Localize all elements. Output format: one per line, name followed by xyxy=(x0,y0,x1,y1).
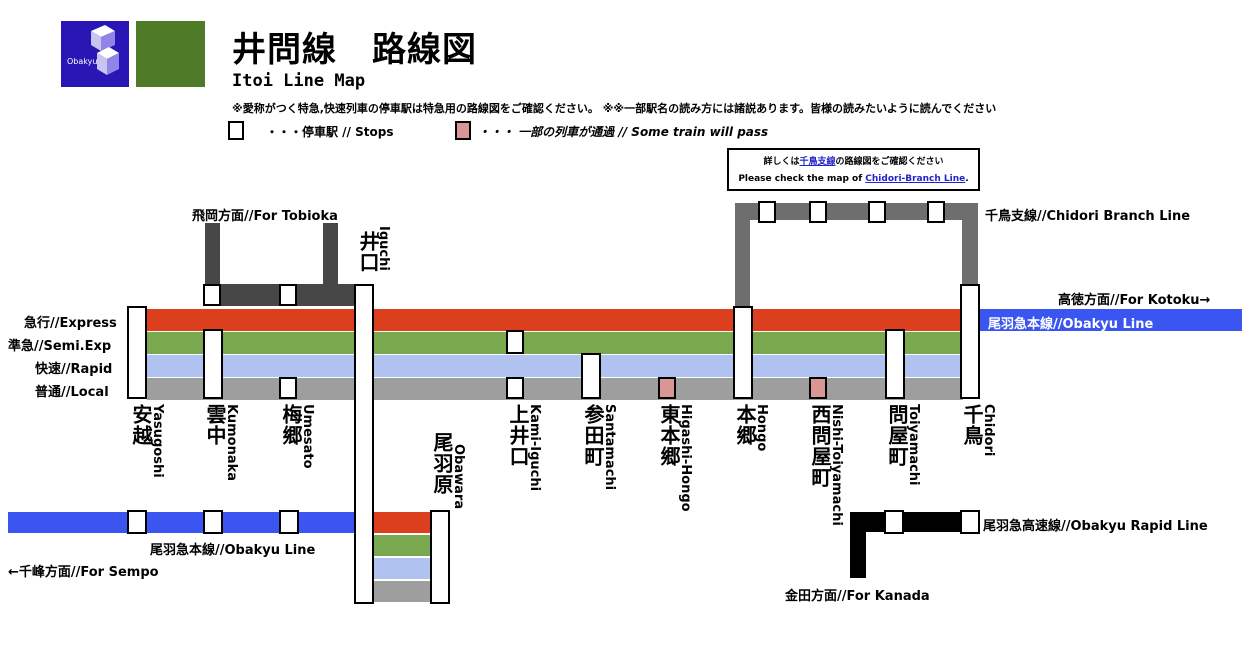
chidori-branch-track xyxy=(735,203,978,220)
station-name-kami-iguchi-jp: 上井口 xyxy=(506,404,530,467)
station-name-chidori-en: Chidori xyxy=(981,404,996,457)
legend-pass-swatch xyxy=(455,121,471,140)
tobioka-branch-track xyxy=(205,223,220,298)
station-stop-obawara[interactable] xyxy=(430,510,450,604)
station-name-iguchi-en: Iguchi xyxy=(376,226,391,271)
station-stop-nishi-toiyamachi[interactable] xyxy=(809,377,827,399)
rapid-line-track xyxy=(850,512,962,532)
express-label: 急行//Express xyxy=(24,316,117,331)
obakyu-logo: Obakyu xyxy=(61,21,129,87)
station-stop-hongo[interactable] xyxy=(733,306,753,399)
page-title: 井問線 路線図 xyxy=(232,30,477,70)
station-stop-yasugoshi[interactable] xyxy=(127,306,147,399)
semi-express-label: 準急//Semi.Exp xyxy=(8,339,112,354)
legend-stop-label: ・・・停車駅 // Stops xyxy=(266,125,394,139)
station-name-higashi-hongo-en: Higashi-Hongo xyxy=(678,404,693,512)
obakyu-line-stop xyxy=(203,510,223,534)
branch-stop xyxy=(758,201,776,223)
obakyu-line-right-label: 尾羽急本線//Obakyu Line xyxy=(988,317,1154,332)
station-stop-kami-iguchi-semi[interactable] xyxy=(506,330,524,354)
semi-express-band xyxy=(147,332,963,354)
station-name-chidori-jp: 千鳥 xyxy=(960,404,984,446)
sempo-direction-label: ←千峰方面//For Sempo xyxy=(8,565,159,580)
legend-stop-swatch xyxy=(228,121,244,140)
station-stop-chidori[interactable] xyxy=(960,284,980,399)
station-stop-santamachi[interactable] xyxy=(581,353,601,399)
station-name-nishi-toiyamachi-en: Nishi-Toiyamachi xyxy=(829,404,844,526)
tobioka-direction-label: 飛岡方面//For Tobioka xyxy=(192,209,338,224)
info-text: 詳しくは xyxy=(763,157,800,167)
obakyu-line-stop xyxy=(279,510,299,534)
station-name-obawara-en: Obawara xyxy=(451,444,466,510)
station-name-hongo-jp: 本郷 xyxy=(733,404,757,446)
chidori-branch-link-jp[interactable]: 千鳥支線 xyxy=(799,157,836,167)
obawara-local-band xyxy=(372,581,432,602)
branch-stop xyxy=(868,201,886,223)
station-name-santamachi-jp: 参田町 xyxy=(581,404,605,467)
station-name-hongo-en: Hongo xyxy=(754,404,769,452)
station-name-kumonaka-en: Kumonaka xyxy=(224,404,239,482)
station-name-toiyamachi-jp: 問屋町 xyxy=(885,404,909,467)
branch-stop xyxy=(279,284,297,306)
station-name-higashi-hongo-jp: 東本郷 xyxy=(657,404,681,467)
rapid-line-track xyxy=(850,512,866,578)
obawara-rapid-band xyxy=(372,558,432,579)
branch-stop xyxy=(203,284,221,306)
logo-text: Obakyu xyxy=(67,57,98,66)
station-name-yasugoshi-en: Yasugoshi xyxy=(150,404,165,478)
station-name-iguchi-jp: 井口 xyxy=(356,231,380,273)
brand-color-block xyxy=(136,21,205,87)
local-band xyxy=(147,378,963,400)
obawara-express-band xyxy=(372,512,432,533)
station-stop-iguchi[interactable] xyxy=(354,284,374,604)
obakyu-rapid-line-label: 尾羽急高速線//Obakyu Rapid Line xyxy=(983,519,1208,534)
branch-stop xyxy=(809,201,827,223)
station-name-santamachi-en: Santamachi xyxy=(602,404,617,491)
chidori-branch-link-en[interactable]: Chidori-Branch Line xyxy=(865,174,966,184)
legend-pass-label: ・・・ 一部の列車が通過 // Some train will pass xyxy=(478,125,769,139)
local-label: 普通//Local xyxy=(35,385,109,400)
station-name-yasugoshi-jp: 安越 xyxy=(129,404,153,446)
kanada-direction-label: 金田方面//For Kanada xyxy=(785,589,930,604)
station-name-obawara-jp: 尾羽原 xyxy=(430,432,454,495)
tobioka-branch-track xyxy=(323,223,338,298)
rapid-line-stop xyxy=(960,510,980,534)
obakyu-line-left xyxy=(8,512,354,533)
obakyu-line-left-label: 尾羽急本線//Obakyu Line xyxy=(150,543,316,558)
rapid-band xyxy=(147,355,963,377)
station-name-toiyamachi-en: Toiyamachi xyxy=(906,404,921,486)
station-stop-umesato[interactable] xyxy=(279,377,297,399)
station-name-kumonaka-jp: 雲中 xyxy=(203,404,227,446)
chidori-branch-label: 千鳥支線//Chidori Branch Line xyxy=(985,209,1191,224)
station-stop-kami-iguchi[interactable] xyxy=(506,377,524,399)
info-text: の路線図をご確認ください xyxy=(835,157,944,167)
page-subtitle: Itoi Line Map xyxy=(232,71,366,91)
station-stop-kumonaka[interactable] xyxy=(203,329,223,399)
rapid-line-stop xyxy=(884,510,904,534)
station-name-umesato-jp: 梅郷 xyxy=(279,404,303,446)
kotoku-direction-label: 高徳方面//For Kotoku→ xyxy=(1058,293,1211,308)
station-name-umesato-en: Umesato xyxy=(300,404,315,469)
chidori-branch-info-box: 詳しくは千鳥支線の路線図をご確認ください Please check the ma… xyxy=(727,148,980,191)
branch-stop xyxy=(927,201,945,223)
obawara-semi-band xyxy=(372,535,432,556)
chidori-branch-track xyxy=(735,203,750,311)
rapid-label: 快速//Rapid xyxy=(35,362,113,377)
info-text: Please check the map of xyxy=(738,174,866,184)
reading-note: ※愛称がつく特急,快速列車の停車駅は特急用の路線図をご確認ください。 ※※一部駅… xyxy=(232,102,997,115)
obakyu-logo-icon xyxy=(91,25,119,75)
station-stop-toiyamachi[interactable] xyxy=(885,329,905,399)
express-band xyxy=(147,309,963,331)
obakyu-line-stop xyxy=(127,510,147,534)
info-text: . xyxy=(965,174,969,184)
station-stop-higashi-hongo[interactable] xyxy=(658,377,676,399)
obakyu-line-right xyxy=(978,309,1242,331)
station-name-kami-iguchi-en: Kami-Iguchi xyxy=(527,404,542,492)
station-name-nishi-toiyamachi-jp: 西問屋町 xyxy=(808,404,832,488)
